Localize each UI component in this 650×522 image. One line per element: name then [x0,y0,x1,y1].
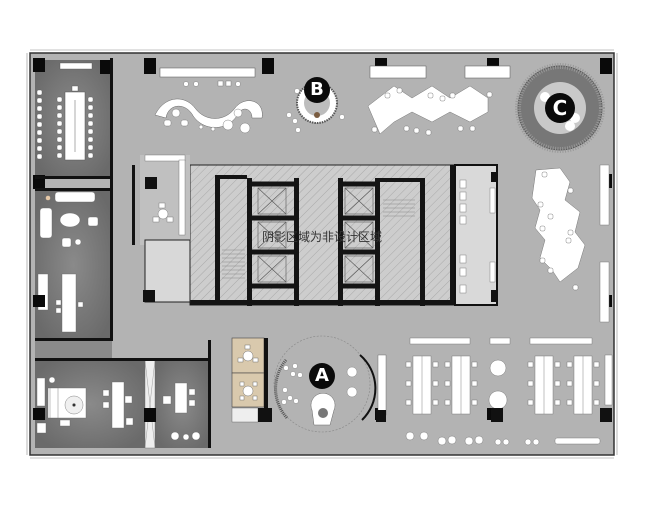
core-walls [190,165,455,306]
zone-b-label: B [304,77,330,103]
conference-chairs [36,85,94,160]
small-office [35,340,112,360]
office-2-furniture [162,382,201,441]
zone-c-label: C [545,93,575,123]
window-marks-top [26,49,618,459]
stairs [222,199,415,279]
interior-walls [35,58,211,448]
office-1-furniture [36,376,134,434]
zone-a-circle [273,335,371,433]
zone-a-label: A [309,363,335,389]
core-non-design-area [189,164,456,306]
lounge-furniture [37,191,99,333]
pantry-table [152,202,174,223]
curved-bench [154,98,263,128]
elevators [257,187,374,283]
toilet-stalls [459,179,496,294]
collab-desk-top [367,85,489,135]
workstations [405,337,613,446]
non-design-area-note: 阴影区域为非设计区域 [262,230,383,244]
collab-desk-right [531,167,586,283]
